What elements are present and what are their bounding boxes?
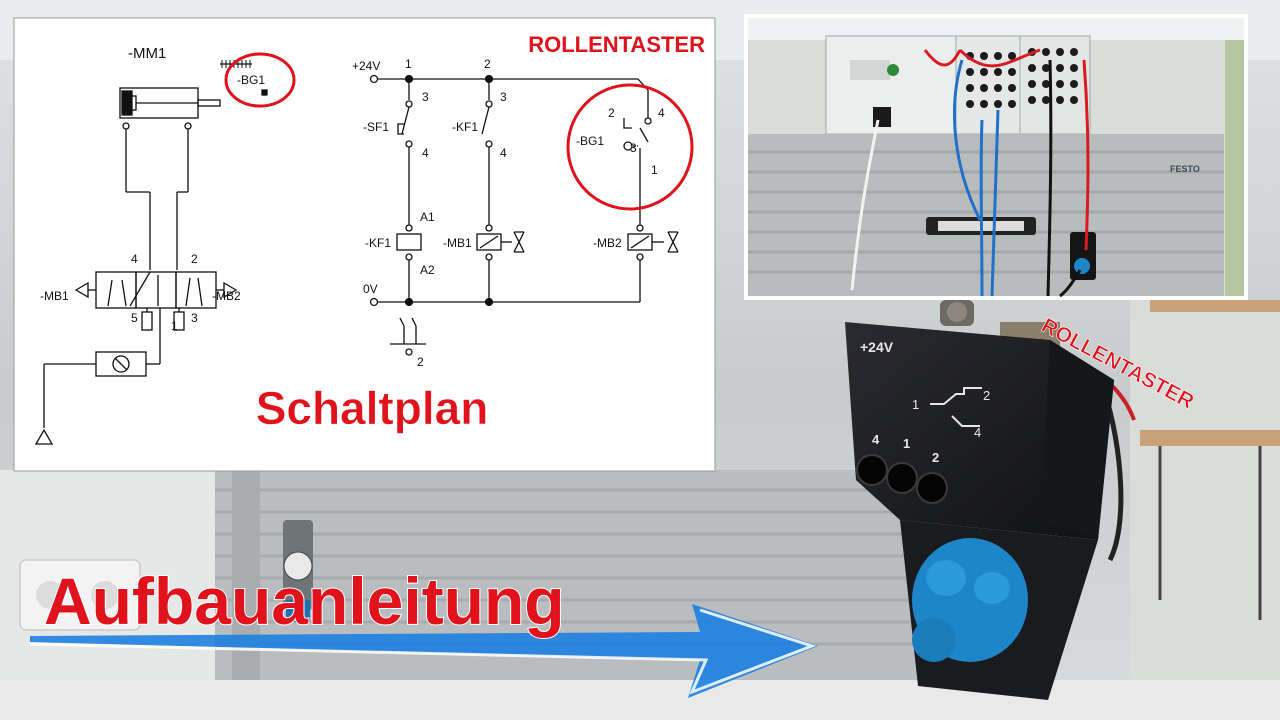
port-3-label: 3 xyxy=(191,311,198,325)
pneumatic-labels: -MM1 -BG1 4 2 -MB1 -MB2 5 1 3 xyxy=(40,45,265,333)
mb2-coil-label: -MB2 xyxy=(593,236,622,250)
schematic-title: Schaltplan xyxy=(256,382,489,434)
setup-photo-inset: FESTO xyxy=(744,14,1248,300)
kf1-contact-pin3-label: 3 xyxy=(500,90,507,104)
node-2-label: 2 xyxy=(484,57,491,71)
electrical-labels: +24V 1 2 3 -SF1 4 3 -KF1 4 A1 -KF1 A2 -M… xyxy=(352,57,665,369)
device-contact-4: 4 xyxy=(974,425,981,440)
headline: Aufbauanleitung xyxy=(44,564,565,638)
kf1-a1-label: A1 xyxy=(420,210,435,224)
socket-4-label: 4 xyxy=(872,432,880,447)
valve-mb2-label: -MB2 xyxy=(212,289,241,303)
headline-arrow xyxy=(29,604,818,698)
sf1-label: -SF1 xyxy=(363,120,389,134)
bg1-pin2-label: 2 xyxy=(608,106,615,120)
cylinder-label: -MM1 xyxy=(128,45,166,62)
schematic-panel: ROLLENTASTER xyxy=(13,17,716,472)
device-voltage-label: +24V xyxy=(860,339,894,355)
socket-2-label: 2 xyxy=(932,450,939,465)
sensor-label: -BG1 xyxy=(237,73,265,87)
sf1-pin4-label: 4 xyxy=(422,146,429,160)
bg1-pin1-label: 1 xyxy=(651,163,658,177)
kf1-contact-pin4-label: 4 xyxy=(500,146,507,160)
bg1-pin4-label: 4 xyxy=(658,106,665,120)
sf1-pin3-label: 3 xyxy=(422,90,429,104)
mb1-coil-label: -MB1 xyxy=(443,236,472,250)
device-sockets xyxy=(856,454,948,504)
kf1-contact-label: -KF1 xyxy=(452,120,478,134)
connector-pin2-label: 2 xyxy=(417,355,424,369)
schematic-banner: ROLLENTASTER xyxy=(528,32,705,57)
port-2-label: 2 xyxy=(191,252,198,266)
bg1-switch-label: -BG1 xyxy=(576,134,604,148)
bg1-pin3-label: 3 xyxy=(630,141,637,155)
device-contact-2: 2 xyxy=(983,388,990,403)
port-1-label: 1 xyxy=(171,319,178,333)
valve-mb1-label: -MB1 xyxy=(40,289,69,303)
contact-symbol xyxy=(930,387,982,427)
port-5-label: 5 xyxy=(131,311,138,325)
blue-knob xyxy=(912,538,1028,662)
node-1-label: 1 xyxy=(405,57,412,71)
kf1-coil-label: -KF1 xyxy=(365,236,391,250)
ground-0v-label: 0V xyxy=(363,282,378,296)
device-contact-1: 1 xyxy=(912,397,919,412)
socket-1-label: 1 xyxy=(903,436,910,451)
festo-label: FESTO xyxy=(1170,164,1200,174)
kf1-a2-label: A2 xyxy=(420,263,435,277)
switch-highlight-circle xyxy=(566,83,694,211)
sensor-highlight-circle xyxy=(224,52,296,108)
supply-24v-label: +24V xyxy=(352,59,380,73)
port-4-label: 4 xyxy=(131,252,138,266)
